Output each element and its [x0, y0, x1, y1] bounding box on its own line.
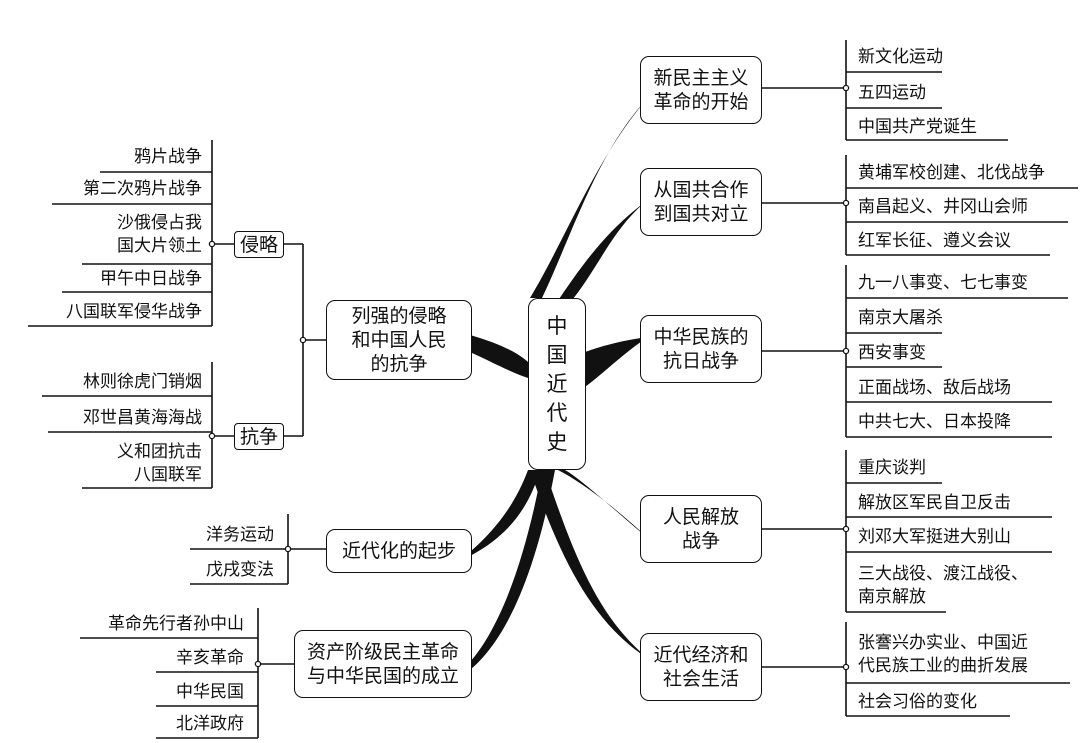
leaf-self-defense: 解放区军民自卫反击: [858, 493, 1011, 513]
bracket-economy: [762, 622, 847, 716]
bracket-struggle: [211, 362, 234, 488]
leaf-battlefields: 正面战场、敌后战场: [858, 378, 1011, 398]
leaf-nanjing-massacre: 南京大屠杀: [858, 308, 943, 328]
leaf-deng-shichang: 邓世昌黄海海战: [83, 408, 202, 428]
branch-to-kmt-cpc: [555, 200, 648, 305]
leaf-seventh-congress: 中共七大、日本投降: [858, 412, 1011, 432]
leaf-may-fourth: 五四运动: [858, 83, 926, 103]
center-node: 中 国 近 代 史: [528, 298, 586, 470]
leaf-xian-incident: 西安事变: [858, 343, 926, 363]
leaf-three-campaigns: 三大战役、渡江战役、 南京解放: [858, 564, 1028, 607]
bracket-invasion: [211, 140, 234, 326]
leaf-long-march: 红军长征、遵义会议: [858, 231, 1011, 251]
node-modernization: 近代化的起步: [326, 529, 472, 573]
bracket-revolution: [257, 608, 294, 738]
branch-to-modernization: [470, 470, 540, 556]
node-liberation: 人民解放 战争: [640, 495, 762, 563]
leaf-russia-territory: 沙俄侵占我 国大片领土: [117, 213, 202, 256]
leaf-nanchang: 南昌起义、井冈山会师: [858, 197, 1028, 217]
leaf-sino-japanese-war: 甲午中日战争: [100, 269, 202, 289]
leaf-roc: 中华民国: [176, 682, 244, 702]
leaf-new-culture: 新文化运动: [858, 47, 943, 67]
leaf-cpc-founding: 中国共产党诞生: [858, 117, 977, 137]
bracket-anti-japanese: [762, 265, 847, 437]
leaf-hundred-days: 戊戌变法: [206, 560, 274, 580]
leaf-beiyang: 北洋政府: [176, 714, 244, 734]
node-anti-japanese: 中华民族的 抗日战争: [640, 315, 762, 383]
leaf-opium-war: 鸦片战争: [134, 147, 202, 167]
node-revolution: 资产阶级民主革命 与中华民国的成立: [294, 630, 472, 698]
node-new-democratic: 新民主主义 革命的开始: [640, 56, 762, 124]
leaf-eight-nation: 八国联军侵华战争: [66, 302, 202, 322]
node-economy: 近代经济和 社会生活: [640, 633, 762, 701]
leaf-whampoa: 黄埔军校创建、北伐战争: [858, 163, 1045, 183]
leaf-lin-zexu: 林则徐虎门销烟: [83, 372, 202, 392]
node-kmt-cpc: 从国共合作 到国共对立: [640, 168, 762, 236]
branch-to-economy: [530, 470, 650, 660]
bracket-kmt-cpc: [762, 155, 847, 255]
leaf-918-77: 九一八事变、七七事变: [858, 273, 1028, 293]
leaf-boxers: 义和团抗击 八国联军: [117, 442, 202, 485]
node-struggle: 抗争: [234, 423, 284, 450]
leaf-self-strengthening: 洋务运动: [206, 525, 274, 545]
leaf-xinhai: 辛亥革命: [176, 648, 244, 668]
leaf-dabie: 刘邓大军挺进大别山: [858, 527, 1011, 547]
branch-to-revolution: [470, 470, 555, 670]
leaf-chongqing: 重庆谈判: [858, 458, 926, 478]
leaf-second-opium-war: 第二次鸦片战争: [83, 179, 202, 199]
branch-to-new-democratic: [530, 98, 648, 298]
bracket-liberation: [762, 450, 847, 612]
bracket-modernization: [287, 514, 326, 584]
branch-to-liberation: [558, 470, 650, 540]
branch-to-invasion-struggle: [470, 335, 528, 378]
node-invasion-struggle: 列强的侵略 和中国人民 的抗争: [326, 300, 472, 380]
branch-to-anti-japanese: [585, 337, 648, 387]
leaf-sun-yat-sen: 革命先行者孙中山: [108, 614, 244, 634]
node-invasion: 侵略: [234, 231, 284, 258]
leaf-zhang-jian: 张謇兴办实业、中国近 代民族工业的曲折发展: [858, 633, 1028, 676]
leaf-customs: 社会习俗的变化: [858, 692, 977, 712]
bracket-new-democratic: [762, 40, 847, 140]
